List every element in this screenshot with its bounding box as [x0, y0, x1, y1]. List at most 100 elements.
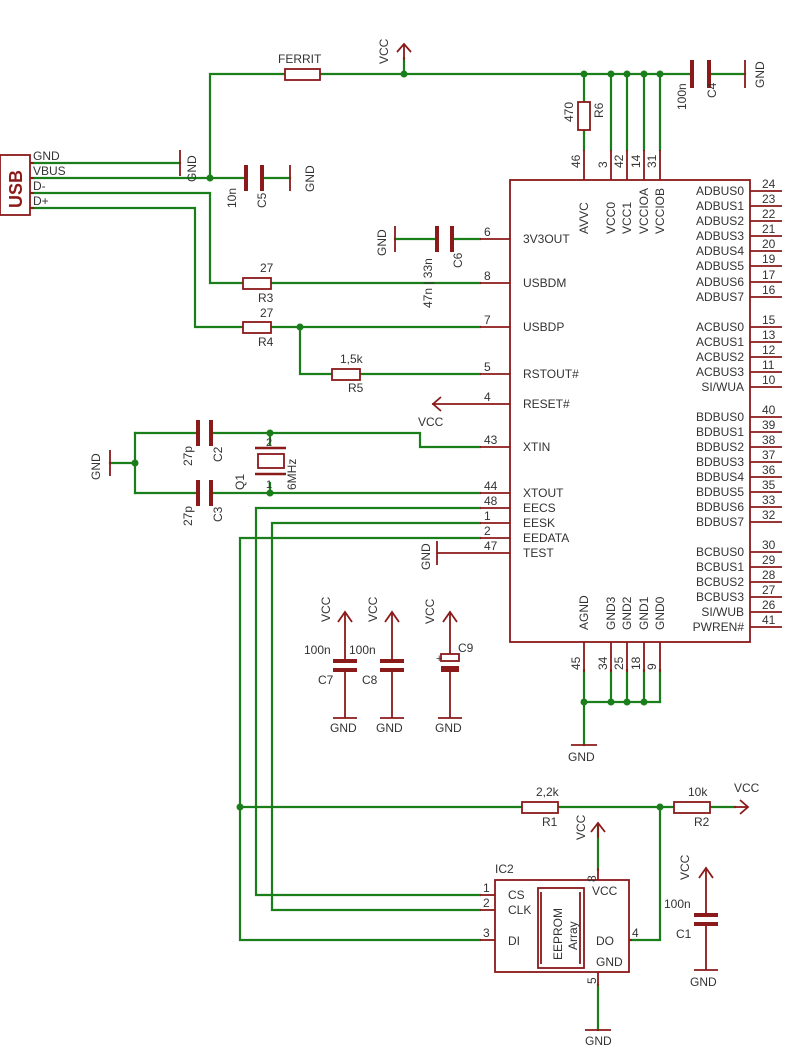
c9-vcc-label: VCC	[423, 598, 437, 624]
resistor-r1: 2,2k R1	[521, 785, 560, 829]
ic2-eeprom: IC2 EEPROM Array CS 1 CLK 2 DI 3 VCC 8 D…	[480, 862, 639, 986]
capacitor-c8: VCC 100n C8 GND	[349, 596, 404, 735]
ic2-pin-gnd-num: 5	[585, 977, 599, 984]
eeprom-label-1: EEPROM	[551, 908, 565, 960]
ic1-bottom-pin-label: GND1	[637, 596, 651, 630]
ic1-bottom-pin-num: 18	[629, 656, 643, 670]
ic1-right-pin-label: BDBUS3	[696, 455, 744, 469]
resistor-r2: 10k R2	[673, 785, 711, 829]
ic1-right-pin-label: ACBUS3	[696, 365, 744, 379]
r4-value: 27	[260, 306, 274, 320]
ic1-right-pin-num: 32	[762, 508, 776, 522]
ic1-top-pin-label: VCC0	[604, 202, 618, 234]
c8-name: C8	[362, 673, 378, 687]
wires	[30, 56, 747, 1032]
ic1-bottom-pin-label: GND0	[653, 596, 667, 630]
ic1-right-pin-num: 24	[762, 177, 776, 191]
ic1-right-pin-label: BDBUS0	[696, 410, 744, 424]
c6-gnd-label: GND	[375, 229, 389, 256]
ic1-top-pin-num: 14	[629, 154, 643, 168]
resistor-r6: 470 R6	[562, 101, 606, 131]
ic1-right-pin-label: BCBUS1	[696, 560, 744, 574]
ic1-right-pin-num: 37	[762, 448, 776, 462]
ic1-right-pin-label: ADBUS0	[696, 184, 744, 198]
ic1-right-pin-label: ADBUS3	[696, 229, 744, 243]
ic2-pin-clk-num: 2	[483, 896, 490, 910]
q1-value: 6MHz	[285, 459, 299, 490]
capacitor-c7: VCC 100n C7 GND	[304, 596, 357, 735]
r5-name: R5	[348, 381, 364, 395]
c2-name: C2	[211, 446, 225, 462]
ic1-top-pin-label: VCCIOA	[637, 188, 651, 234]
ferrite-label: FERRIT	[278, 52, 322, 66]
r1-name: R1	[542, 815, 558, 829]
ic1-right-pin-label: BDBUS6	[696, 500, 744, 514]
c7-vcc-label: VCC	[319, 596, 333, 622]
ic2-pin-cs-num: 1	[483, 881, 490, 895]
c4-name: C4	[705, 82, 719, 98]
c3-value: 27p	[181, 506, 195, 526]
ic1-right-pin-num: 38	[762, 433, 776, 447]
ic1-right-pin-label: ADBUS7	[696, 290, 744, 304]
ic1-top-pin-num: 46	[569, 154, 583, 168]
ic2-gnd-label: GND	[585, 1034, 612, 1048]
ic1-right-pin-num: 15	[762, 313, 776, 327]
ic1-right-pin-num: 22	[762, 207, 776, 221]
ic1-right-pin-num: 41	[762, 613, 776, 627]
resistor-r5: 1,5k R5	[331, 352, 364, 395]
capacitor-c3: 27p C3	[181, 480, 225, 526]
vcc-top-symbol: VCC	[377, 38, 412, 64]
capacitor-c9: + VCC C9 GND	[423, 598, 474, 735]
c1-name: C1	[676, 927, 692, 941]
ic1-top-pin-num: 31	[645, 154, 659, 168]
ic1-left-pin-label: USBDP	[523, 320, 564, 334]
resistor-r4: 27 R4	[242, 306, 274, 349]
crystal-q1: 2 1 Q1 6MHz	[233, 437, 299, 491]
ic1-right-pin-label: BDBUS5	[696, 485, 744, 499]
ic1-right-pin-label: BDBUS7	[696, 515, 744, 529]
c2-value: 27p	[181, 446, 195, 466]
resistor-r3: 27 R3	[242, 261, 274, 305]
ic1-bottom-pin-num: 45	[569, 656, 583, 670]
r6-name: R6	[592, 102, 606, 118]
r2-vcc-symbol: VCC	[734, 781, 760, 815]
usb-pin-dplus: D+	[33, 194, 49, 208]
ic1-top-pin-label: VCC1	[620, 202, 634, 234]
junction-dots	[131, 70, 664, 811]
ic1-right-pin-num: 23	[762, 192, 776, 206]
ic1-top-pin-label: AVVC	[577, 202, 591, 234]
crystal-gnd-label: GND	[89, 453, 103, 480]
ic2-pin-cs-label: CS	[508, 888, 525, 902]
r2-value: 10k	[688, 785, 708, 799]
ic1-left-pin-num: 48	[484, 494, 498, 508]
ic2-vcc-symbol: VCC	[574, 814, 606, 840]
ic1-right-pin-num: 16	[762, 283, 776, 297]
ic1-left-pin-label: 3V3OUT	[523, 232, 570, 246]
ic1-left-pin-num: 2	[484, 524, 491, 538]
test-gnd-symbol: GND	[419, 541, 480, 570]
ic1-right-pin-num: 13	[762, 328, 776, 342]
ic1-left-pin-label: USBDM	[523, 276, 566, 290]
r3-value: 27	[260, 261, 274, 275]
ic1-left-pin-label: RESET#	[523, 397, 570, 411]
c4-gnd-label: GND	[753, 61, 767, 88]
ic1-left-pin-label: EEDATA	[523, 531, 569, 545]
capacitor-c4: 100n C4 GND	[675, 60, 767, 110]
ic1-right-pin-num: 21	[762, 222, 776, 236]
ic1-right-pin-num: 33	[762, 493, 776, 507]
ic1-bottom-pin-label: AGND	[577, 595, 591, 630]
c9-plus: +	[436, 653, 442, 665]
ferrite-bead: FERRIT	[278, 52, 322, 81]
ic1-bottom-pin-label: GND3	[604, 596, 618, 630]
ic1-right-pin-num: 30	[762, 538, 776, 552]
vcc-top-label: VCC	[377, 38, 391, 64]
ic1-right-pin-num: 35	[762, 478, 776, 492]
c5-gnd-label: GND	[303, 165, 317, 192]
ic1-top-pin-num: 3	[596, 161, 610, 168]
ic1-right-pin-num: 20	[762, 237, 776, 251]
ic1-right-pin-num: 10	[762, 373, 776, 387]
ic2-pin-di-label: DI	[508, 934, 520, 948]
ic1-right-pin-label: BCBUS3	[696, 590, 744, 604]
ic2-pin-vcc-num: 8	[585, 875, 599, 882]
